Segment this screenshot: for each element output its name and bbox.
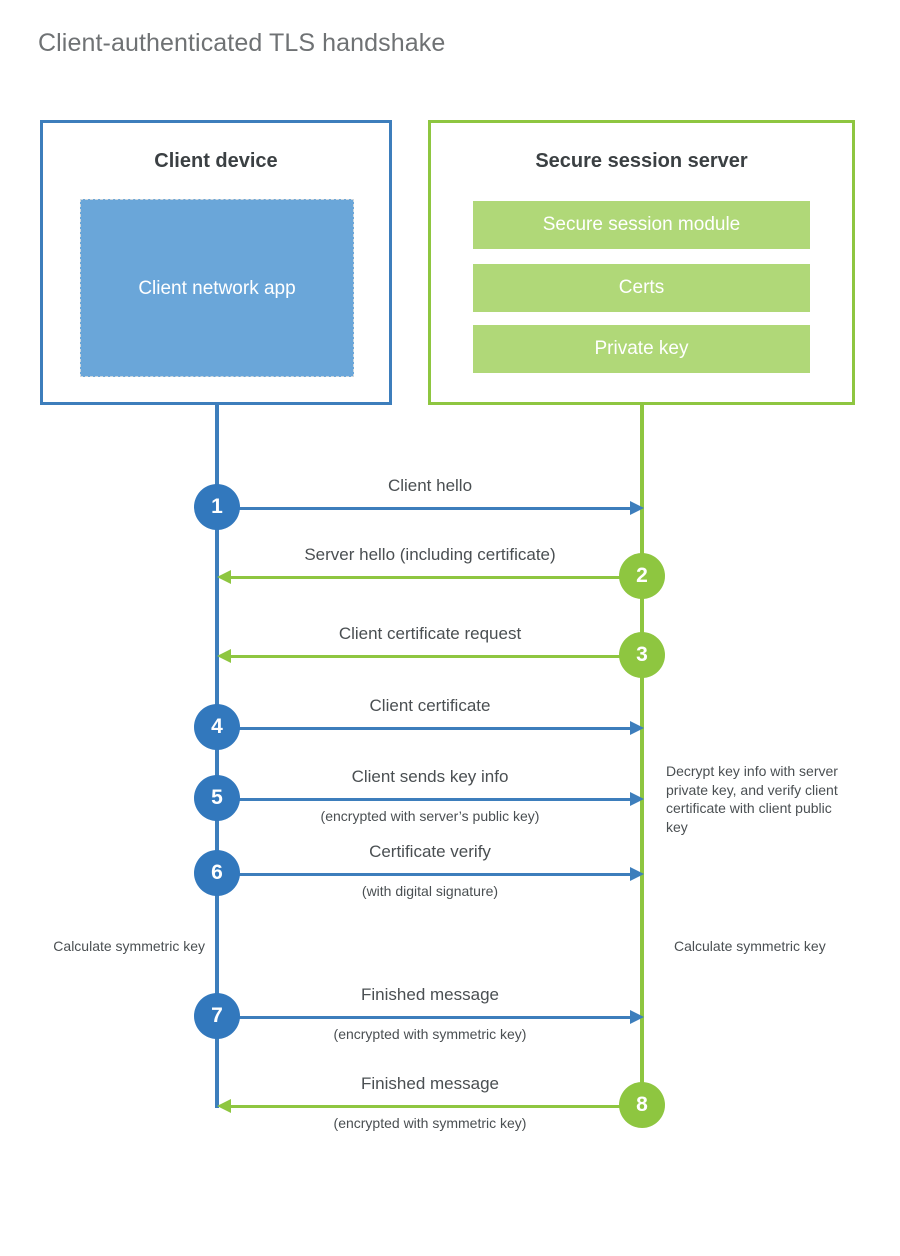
arrow-right-icon bbox=[630, 867, 644, 881]
step-circle-3[interactable]: 3 bbox=[619, 632, 665, 678]
step-circle-1[interactable]: 1 bbox=[194, 484, 240, 530]
message-label-2: Server hello (including certificate) bbox=[304, 545, 556, 564]
message-arrow-line-3 bbox=[225, 655, 642, 658]
message-label-1: Client hello bbox=[387, 476, 473, 495]
message-arrow-line-2 bbox=[225, 576, 642, 579]
arrow-left-icon bbox=[217, 1099, 231, 1113]
client-device-box: Client device Client network app bbox=[40, 120, 392, 405]
message-label-7: Finished message bbox=[361, 985, 499, 1004]
client-lifeline bbox=[215, 405, 219, 1108]
message-arrow-line-5 bbox=[217, 798, 634, 801]
step-circle-2[interactable]: 2 bbox=[619, 553, 665, 599]
page-title: Client-authenticated TLS handshake bbox=[38, 29, 446, 57]
arrow-right-icon bbox=[630, 1010, 644, 1024]
message-label-3: Client certificate request bbox=[338, 624, 522, 643]
client-device-title: Client device bbox=[154, 150, 278, 172]
server-lifeline bbox=[640, 405, 644, 1105]
annotation-decrypt-key-info: Decrypt key info with server private key… bbox=[666, 763, 838, 835]
message-arrow-line-6 bbox=[217, 873, 634, 876]
step-circle-7[interactable]: 7 bbox=[194, 993, 240, 1039]
message-arrow-line-1 bbox=[217, 507, 634, 510]
message-sublabel-8: (encrypted with symmetric key) bbox=[333, 1115, 527, 1131]
server-component-secure-session-module: Secure session module bbox=[473, 201, 810, 249]
server-component-private-key: Private key bbox=[473, 325, 810, 373]
message-arrow-line-4 bbox=[217, 727, 634, 730]
message-sublabel-5: (encrypted with server’s public key) bbox=[320, 808, 540, 824]
message-sublabel-6: (with digital signature) bbox=[361, 883, 499, 899]
arrow-left-icon bbox=[217, 649, 231, 663]
message-label-8: Finished message bbox=[361, 1074, 499, 1093]
secure-session-server-box: Secure session server Secure session mod… bbox=[428, 120, 855, 405]
secure-session-server-title: Secure session server bbox=[535, 150, 748, 172]
message-arrow-line-8 bbox=[225, 1105, 642, 1108]
step-circle-5[interactable]: 5 bbox=[194, 775, 240, 821]
server-component-certs: Certs bbox=[473, 264, 810, 312]
step-circle-4[interactable]: 4 bbox=[194, 704, 240, 750]
annotation-server-calculate-symmetric-key: Calculate symmetric key bbox=[674, 938, 826, 954]
message-arrow-line-7 bbox=[217, 1016, 634, 1019]
annotation-client-calculate-symmetric-key: Calculate symmetric key bbox=[53, 938, 205, 954]
message-label-4: Client certificate bbox=[369, 696, 491, 715]
arrow-right-icon bbox=[630, 721, 644, 735]
message-label-5: Client sends key info bbox=[351, 767, 509, 786]
arrow-left-icon bbox=[217, 570, 231, 584]
arrow-right-icon bbox=[630, 501, 644, 515]
step-circle-8[interactable]: 8 bbox=[619, 1082, 665, 1128]
arrow-right-icon bbox=[630, 792, 644, 806]
message-label-6: Certificate verify bbox=[369, 842, 491, 861]
message-sublabel-7: (encrypted with symmetric key) bbox=[333, 1026, 527, 1042]
step-circle-6[interactable]: 6 bbox=[194, 850, 240, 896]
client-network-app-block: Client network app bbox=[80, 199, 354, 377]
